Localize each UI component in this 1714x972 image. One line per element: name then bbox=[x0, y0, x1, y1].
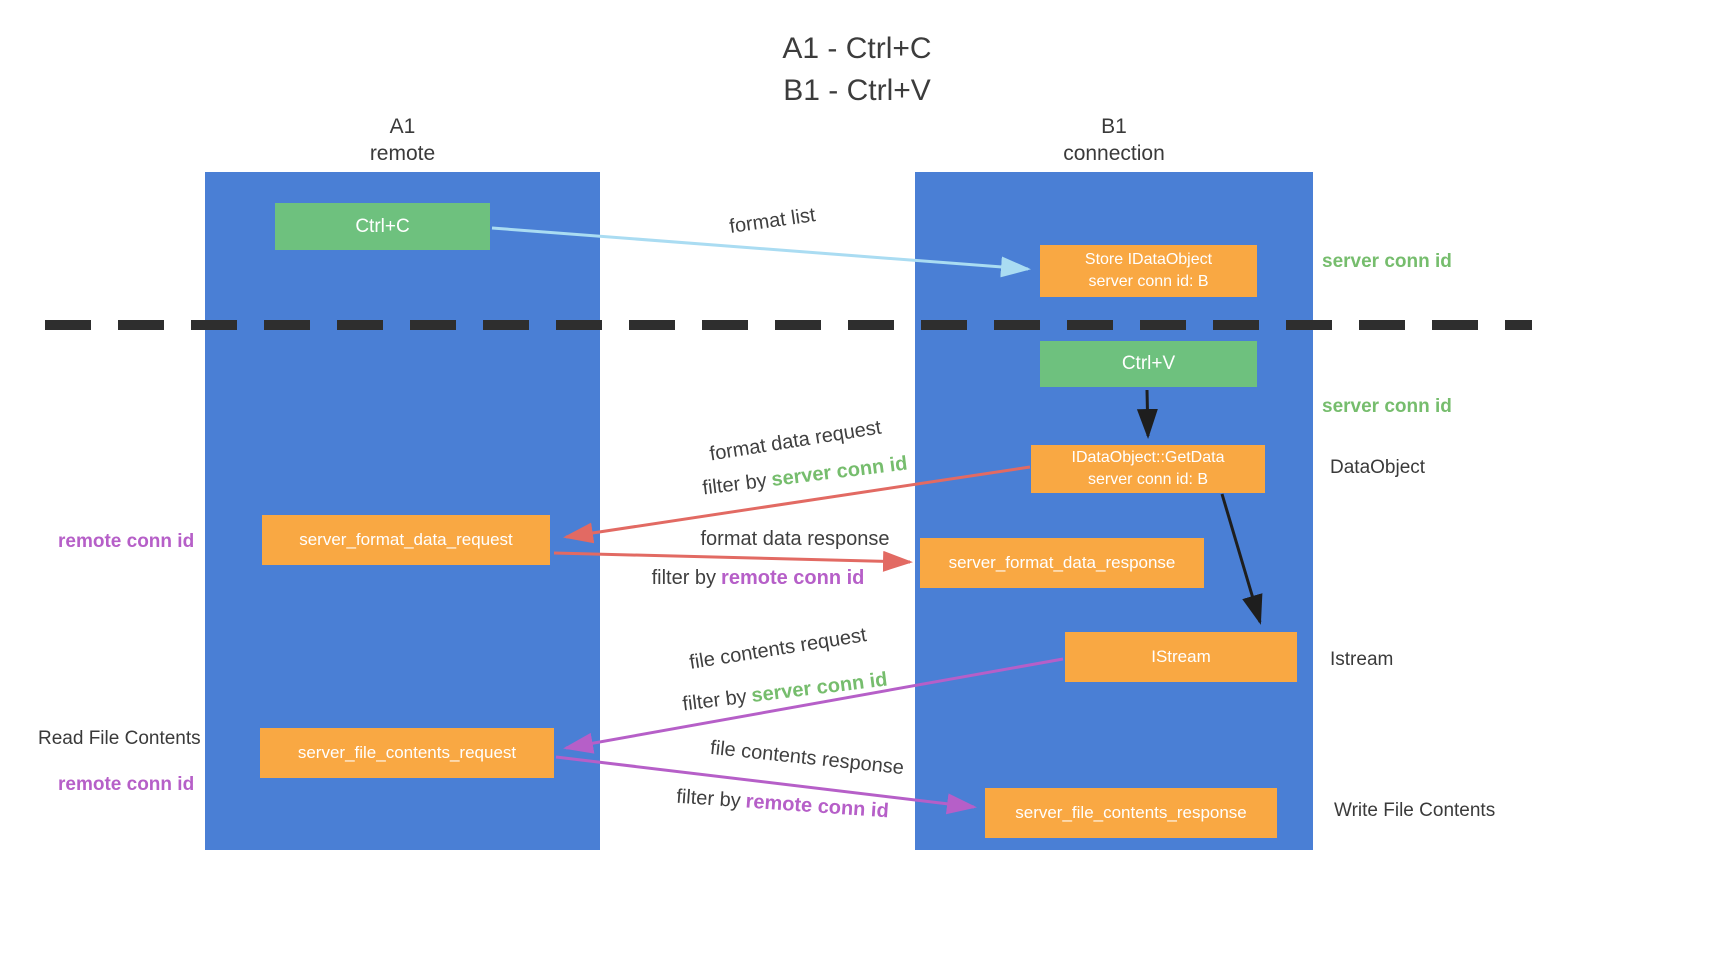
side-label-istream: Istream bbox=[1330, 649, 1394, 670]
title-line-2: B1 - Ctrl+V bbox=[783, 74, 931, 107]
filter-key-remote-conn-id-2: remote conn id bbox=[744, 790, 890, 823]
node-getdata-line1: IDataObject::GetData bbox=[1071, 449, 1225, 466]
lane-a1-subtitle: remote bbox=[369, 142, 436, 165]
side-label-server-conn-id-top: server conn id bbox=[1322, 251, 1452, 272]
filter-by-text-4: filter by bbox=[675, 785, 742, 813]
node-server-format-data-request-label: server_format_data_request bbox=[299, 530, 513, 549]
side-label-read-file-contents: Read File Contents bbox=[38, 728, 201, 749]
node-server-file-contents-request: server_file_contents_request bbox=[260, 728, 554, 778]
edge-label-format-data-response: format data response bbox=[700, 528, 890, 550]
node-server-file-contents-request-label: server_file_contents_request bbox=[297, 743, 517, 762]
title-line-1: A1 - Ctrl+C bbox=[782, 32, 932, 65]
lane-b1-subtitle: connection bbox=[1063, 142, 1165, 165]
node-server-file-contents-response: server_file_contents_response bbox=[985, 788, 1277, 838]
side-label-dataobject: DataObject bbox=[1330, 457, 1426, 478]
edge-label-file-contents-request: file contents request bbox=[687, 624, 869, 674]
filter-key-remote-conn-id-1: remote conn id bbox=[721, 567, 865, 589]
node-store-idataobject-line1: Store IDataObject bbox=[1084, 251, 1213, 268]
side-label-write-file-contents: Write File Contents bbox=[1334, 800, 1496, 821]
edge-label-format-list: format list bbox=[727, 204, 817, 238]
node-ctrl-c: Ctrl+C bbox=[275, 203, 490, 250]
filter-key-server-conn-id-2: server conn id bbox=[750, 668, 889, 708]
node-istream: IStream bbox=[1065, 632, 1297, 682]
filter-key-server-conn-id-1: server conn id bbox=[770, 452, 909, 492]
node-server-format-data-response-label: server_format_data_response bbox=[948, 553, 1176, 572]
filter-by-text-1: filter by bbox=[701, 469, 768, 500]
side-label-remote-conn-id-mid: remote conn id bbox=[58, 531, 195, 552]
node-ctrl-v-label: Ctrl+V bbox=[1121, 353, 1176, 374]
node-server-format-data-response: server_format_data_response bbox=[920, 538, 1204, 588]
node-ctrl-v: Ctrl+V bbox=[1040, 341, 1257, 387]
edge-format-data-response-arrow bbox=[553, 550, 913, 572]
node-store-idataobject: Store IDataObject server conn id: B bbox=[1040, 245, 1257, 297]
node-getdata-line2: server conn id: B bbox=[1087, 471, 1209, 488]
filter-by-text-2: filter by bbox=[651, 567, 717, 589]
node-istream-label: IStream bbox=[1151, 647, 1211, 666]
lane-a1-title: A1 bbox=[389, 115, 416, 138]
node-server-format-data-request: server_format_data_request bbox=[262, 515, 550, 565]
node-idataobject-getdata: IDataObject::GetData server conn id: B bbox=[1031, 445, 1265, 493]
filter-by-text-3: filter by bbox=[681, 685, 748, 716]
edge-label-file-contents-response: file contents response bbox=[709, 736, 905, 780]
side-label-server-conn-id-mid: server conn id bbox=[1322, 396, 1452, 417]
side-label-remote-conn-id-bottom: remote conn id bbox=[58, 774, 195, 795]
node-store-idataobject-line2: server conn id: B bbox=[1088, 273, 1209, 290]
lane-header-b1-connection: B1 connection bbox=[915, 113, 1313, 167]
lane-b1-title: B1 bbox=[1101, 115, 1127, 138]
diagram-title: A1 - Ctrl+C B1 - Ctrl+V bbox=[0, 28, 1714, 112]
node-server-file-contents-response-label: server_file_contents_response bbox=[1015, 803, 1247, 822]
node-ctrl-c-label: Ctrl+C bbox=[355, 215, 410, 237]
lane-header-a1-remote: A1 remote bbox=[205, 113, 600, 167]
